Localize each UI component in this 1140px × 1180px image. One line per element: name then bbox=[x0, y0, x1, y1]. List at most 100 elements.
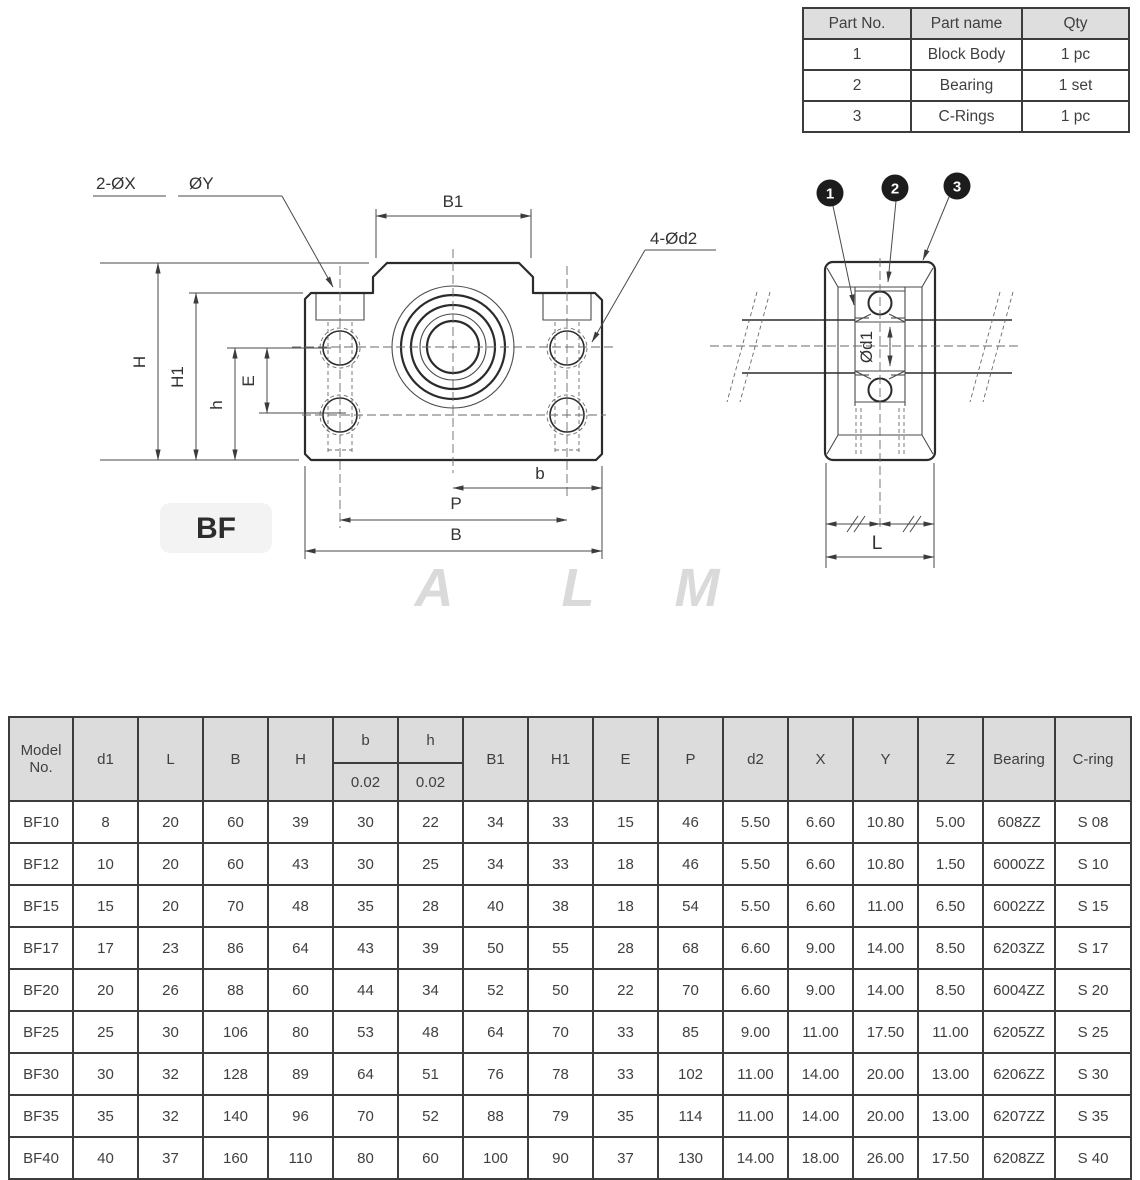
leader-label-2-OX: 2-ØX bbox=[96, 174, 136, 193]
dim-label-b: b bbox=[535, 464, 544, 483]
dim-table-cell: 20 bbox=[137, 800, 204, 844]
dim-table-cell: 78 bbox=[527, 1052, 594, 1096]
dim-table-cell: 48 bbox=[397, 1010, 464, 1054]
dim-table-cell: BF35 bbox=[8, 1094, 74, 1138]
dim-table-cell: 14.00 bbox=[787, 1094, 854, 1138]
dim-header-Y: Y bbox=[852, 716, 919, 802]
dim-table-cell: 52 bbox=[462, 968, 529, 1012]
balloon-3: 3 bbox=[922, 172, 971, 261]
dim-table-cell: 60 bbox=[397, 1136, 464, 1180]
block-body-outline bbox=[303, 261, 604, 462]
balloon-3-circle bbox=[943, 172, 971, 200]
watermark: A L M bbox=[413, 558, 721, 618]
dim-table-cell: 20 bbox=[137, 884, 204, 928]
dim-table-cell: 55 bbox=[527, 926, 594, 970]
model-badge-label: BF bbox=[196, 512, 236, 545]
dim-table-cell: 10 bbox=[72, 842, 139, 886]
parts-header-qty: Qty bbox=[1021, 7, 1130, 40]
hidden-lines-side bbox=[855, 258, 905, 530]
dim-P: P bbox=[339, 494, 568, 523]
dim-table-cell: 26.00 bbox=[852, 1136, 919, 1180]
dim-table-cell: 44 bbox=[332, 968, 399, 1012]
dim-table-cell: 8.50 bbox=[917, 926, 984, 970]
dim-table-cell: 30 bbox=[332, 800, 399, 844]
dim-H: H bbox=[100, 262, 369, 461]
dim-table-cell: 76 bbox=[462, 1052, 529, 1096]
dim-table-cell: 1.50 bbox=[917, 842, 984, 886]
dim-header-P: P bbox=[657, 716, 724, 802]
balloon-2: 2 bbox=[881, 174, 909, 283]
dim-header-h-tolerance: 0.02 bbox=[397, 762, 464, 802]
dim-table-cell: 33 bbox=[592, 1052, 659, 1096]
dim-h: h bbox=[207, 347, 331, 461]
dim-table-cell: 80 bbox=[332, 1136, 399, 1180]
dim-table-cell: 37 bbox=[137, 1136, 204, 1180]
parts-table-cell: Bearing bbox=[910, 69, 1023, 102]
dim-label-E: E bbox=[239, 375, 258, 386]
dim-table-cell: 6206ZZ bbox=[982, 1052, 1056, 1096]
dim-table-cell: 54 bbox=[657, 884, 724, 928]
dim-table-cell: 14.00 bbox=[722, 1136, 789, 1180]
dim-b: b bbox=[452, 464, 603, 491]
dim-table-cell: 20 bbox=[137, 842, 204, 886]
dim-table-cell: 110 bbox=[267, 1136, 334, 1180]
dim-header-H1: H1 bbox=[527, 716, 594, 802]
dim-table-cell: 89 bbox=[267, 1052, 334, 1096]
dim-table-cell: 13.00 bbox=[917, 1052, 984, 1096]
dim-table-cell: 11.00 bbox=[917, 1010, 984, 1054]
side-view: Ød1 1 2 3 L bbox=[710, 172, 1020, 568]
dim-table-cell: 86 bbox=[202, 926, 269, 970]
dim-table-cell: 9.00 bbox=[787, 926, 854, 970]
dim-label-L: L bbox=[872, 533, 883, 554]
leader-2-OX: 2-ØX bbox=[93, 174, 166, 197]
balloon-1: 1 bbox=[816, 179, 855, 306]
dim-table-cell: 6203ZZ bbox=[982, 926, 1056, 970]
dim-table-cell: 6.50 bbox=[917, 884, 984, 928]
dim-table-cell: 39 bbox=[397, 926, 464, 970]
dim-table-cell: 100 bbox=[462, 1136, 529, 1180]
parts-table-cell: 1 pc bbox=[1021, 38, 1130, 71]
dim-table-cell: 20 bbox=[72, 968, 139, 1012]
dim-table-cell: BF25 bbox=[8, 1010, 74, 1054]
dim-table-cell: 60 bbox=[202, 800, 269, 844]
parts-table-cell: Block Body bbox=[910, 38, 1023, 71]
dim-table-cell: 32 bbox=[137, 1052, 204, 1096]
dim-table-cell: S 35 bbox=[1054, 1094, 1132, 1138]
dim-table-cell: 33 bbox=[527, 800, 594, 844]
dim-table-cell: 85 bbox=[657, 1010, 724, 1054]
dim-table-header-row-2: 0.02 0.02 bbox=[9, 762, 1131, 802]
dim-table-cell: BF15 bbox=[8, 884, 74, 928]
dim-table-cell: 20.00 bbox=[852, 1052, 919, 1096]
dim-table-cell: 160 bbox=[202, 1136, 269, 1180]
dim-table-cell: 70 bbox=[332, 1094, 399, 1138]
dim-table-cell: 37 bbox=[592, 1136, 659, 1180]
dim-header-L: L bbox=[137, 716, 204, 802]
leader-label-4-Od2: 4-Ød2 bbox=[650, 229, 697, 248]
leader-label-OY: ØY bbox=[189, 174, 214, 193]
dim-B1: B1 bbox=[375, 192, 532, 258]
dim-table-cell: 50 bbox=[527, 968, 594, 1012]
dim-header-E: E bbox=[592, 716, 659, 802]
dim-table-cell: S 08 bbox=[1054, 800, 1132, 844]
parts-table-cell: 1 bbox=[802, 38, 912, 71]
dim-table-cell: 28 bbox=[592, 926, 659, 970]
dim-table-cell: 33 bbox=[527, 842, 594, 886]
dim-table-cell: 13.00 bbox=[917, 1094, 984, 1138]
dim-table-cell: BF17 bbox=[8, 926, 74, 970]
dim-table-cell: 6.60 bbox=[787, 842, 854, 886]
dim-table-cell: 17 bbox=[72, 926, 139, 970]
dim-table-cell: 25 bbox=[397, 842, 464, 886]
model-badge-bg bbox=[160, 503, 272, 553]
dim-table-cell: 39 bbox=[267, 800, 334, 844]
leader-OY: ØY bbox=[178, 174, 334, 288]
dim-table-cell: 34 bbox=[462, 800, 529, 844]
dim-table-cell: 6004ZZ bbox=[982, 968, 1056, 1012]
dim-table-cell: 51 bbox=[397, 1052, 464, 1096]
dim-table-cell: 52 bbox=[397, 1094, 464, 1138]
dim-table-cell: BF40 bbox=[8, 1136, 74, 1180]
dim-table-cell: 26 bbox=[137, 968, 204, 1012]
